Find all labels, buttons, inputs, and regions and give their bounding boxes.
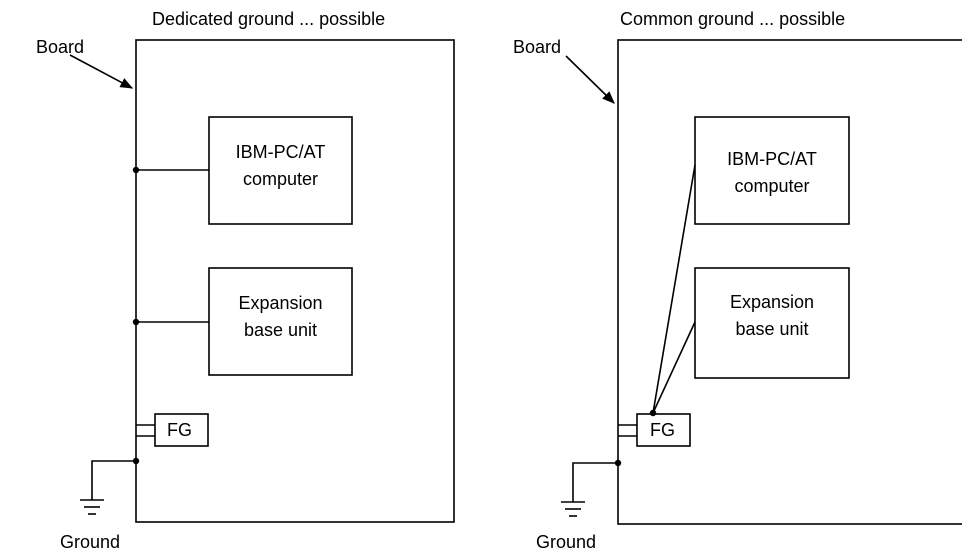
right-title: Common ground ... possible bbox=[620, 9, 846, 29]
right-computer-line2: computer bbox=[734, 176, 810, 196]
right-board-outline bbox=[617, 39, 962, 525]
left-computer-label: IBM-PC/AT computer bbox=[209, 139, 352, 193]
left-ground-label: Ground bbox=[60, 532, 121, 552]
left-junction-expansion bbox=[132, 318, 140, 326]
right-board-label: Board bbox=[513, 37, 562, 57]
left-board-outline bbox=[135, 39, 455, 523]
left-fg-box bbox=[154, 413, 209, 447]
left-expansion-line2: base unit bbox=[243, 320, 318, 340]
right-ground-label: Ground bbox=[536, 532, 597, 552]
right-fg-box bbox=[636, 413, 691, 447]
right-computer-wire bbox=[652, 164, 696, 414]
right-computer-box bbox=[694, 116, 850, 225]
right-board-arrow bbox=[565, 55, 615, 104]
right-ground-wire bbox=[572, 462, 618, 502]
left-computer-line2: computer bbox=[242, 169, 319, 189]
left-expansion-line1: Expansion bbox=[238, 293, 323, 313]
right-computer-label: IBM-PC/AT computer bbox=[695, 146, 849, 200]
right-computer-line1: IBM-PC/AT bbox=[727, 149, 817, 169]
right-fg-label: FG bbox=[650, 420, 675, 440]
left-title: Dedicated ground ... possible bbox=[152, 9, 386, 29]
left-fg-label: FG bbox=[167, 420, 192, 440]
left-computer-line1: IBM-PC/AT bbox=[235, 142, 326, 162]
right-junction-fg bbox=[649, 409, 657, 417]
right-junction-ground bbox=[614, 459, 622, 467]
left-board-label: Board bbox=[36, 37, 85, 57]
right-expansion-line1: Expansion bbox=[729, 292, 815, 312]
left-expansion-label: Expansion base unit bbox=[209, 290, 352, 344]
left-ground-wire bbox=[91, 460, 136, 500]
left-junction-ground bbox=[132, 457, 140, 465]
left-junction-computer bbox=[132, 166, 140, 174]
right-expansion-label: Expansion base unit bbox=[695, 289, 849, 343]
right-expansion-wire bbox=[652, 321, 696, 414]
left-board-arrow bbox=[69, 54, 134, 89]
right-expansion-line2: base unit bbox=[735, 319, 809, 339]
